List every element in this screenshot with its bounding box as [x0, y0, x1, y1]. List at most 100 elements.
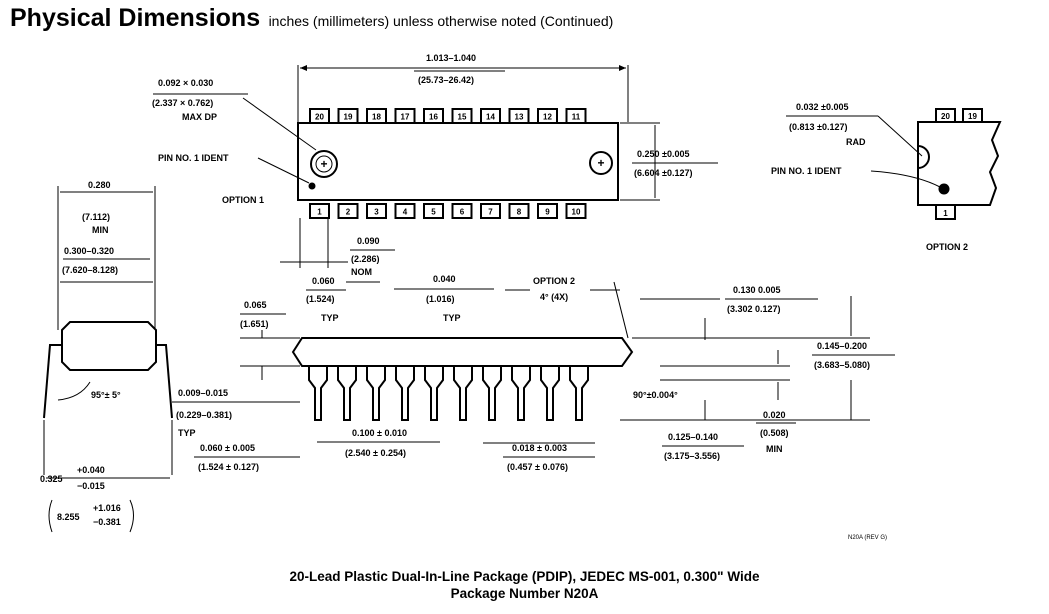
top-pin-19: 19	[344, 113, 353, 122]
side-c-mm: (1.016)	[426, 294, 455, 304]
side-lead	[453, 366, 473, 421]
bottom-pin-box	[309, 203, 330, 219]
width-dim-mm: (6.604 ±0.127)	[634, 168, 692, 178]
svg-text:+: +	[597, 156, 604, 170]
rad-dim-in: 0.032 ±0.005	[796, 102, 848, 112]
side-j-in: 0.018 ± 0.003	[512, 443, 567, 453]
end-lead-left	[43, 344, 62, 419]
side-option2: OPTION 2	[533, 276, 575, 286]
side-h-in: 0.060 ± 0.005	[200, 443, 255, 453]
end-w3-mm-tol-minus: −0.381	[93, 517, 121, 527]
option2-label: OPTION 2	[926, 242, 968, 252]
top-pin-17: 17	[401, 113, 410, 122]
option2-pin-19: 19	[968, 112, 977, 121]
side-e-mm: (3.683–5.080)	[814, 360, 870, 370]
side-lead	[337, 366, 357, 421]
svg-text:+: +	[320, 157, 327, 171]
top-pin-box	[337, 108, 359, 124]
bottom-pin-box	[366, 203, 387, 219]
top-pin-box	[537, 108, 558, 124]
nom-dim-mm: (2.286)	[351, 254, 380, 264]
end-w1-label: MIN	[92, 225, 109, 235]
side-b-in: 0.060	[312, 276, 335, 286]
end-w2-in: 0.300–0.320	[64, 246, 114, 256]
rad-dim-mm: (0.813 ±0.127)	[789, 122, 847, 132]
side-d-in: 0.130 0.005	[733, 285, 781, 295]
top-pin-11: 11	[572, 113, 581, 122]
top-pin-box	[508, 108, 530, 124]
top-pin-box	[423, 108, 444, 124]
option2-pin-ident: PIN NO. 1 IDENT	[771, 166, 842, 176]
max-dp-mm: (2.337 × 0.762)	[152, 98, 213, 108]
side-f-mm: (0.229–0.381)	[176, 410, 232, 420]
side-g-in: 0.020	[763, 410, 786, 420]
bottom-pin-box	[337, 203, 359, 219]
nom-label: NOM	[351, 267, 372, 277]
bottom-pin-box	[565, 203, 587, 219]
top-pin-box	[451, 108, 473, 124]
bottom-pin-box	[451, 203, 473, 219]
max-dp-label: MAX DP	[182, 112, 217, 122]
side-c-label: TYP	[443, 313, 461, 323]
side-lead	[424, 366, 444, 421]
top-pin-box	[565, 108, 587, 124]
option2-pin-20: 20	[941, 112, 950, 121]
width-dim-in: 0.250 ±0.005	[637, 149, 689, 159]
page-title: Physical Dimensions	[10, 4, 261, 32]
side-a-in: 0.065	[244, 300, 267, 310]
side-k-in: 0.125–0.140	[668, 432, 718, 442]
end-w3-tol-plus: +0.040	[77, 465, 105, 475]
side-lead-row	[308, 366, 589, 421]
page-subtitle: inches (millimeters) unless otherwise no…	[268, 13, 614, 29]
bottom-pin-box	[394, 203, 416, 219]
length-dim-mm: (25.73–26.42)	[418, 75, 474, 85]
side-j-mm: (0.457 ± 0.076)	[507, 462, 568, 472]
bottom-pin-box	[423, 203, 444, 219]
side-g-label: MIN	[766, 444, 783, 454]
end-body	[61, 321, 157, 371]
max-dp-in: 0.092 × 0.030	[158, 78, 213, 88]
bottom-pin-3: 3	[374, 208, 379, 217]
side-i-mm: (2.540 ± 0.254)	[345, 448, 406, 458]
bottom-pin-8: 8	[517, 208, 522, 217]
side-c-in: 0.040	[433, 274, 456, 284]
side-option2-angle: 4° (4X)	[540, 292, 568, 302]
bottom-pin-box	[508, 203, 530, 219]
side-body	[291, 337, 634, 367]
bottom-pin-2: 2	[346, 208, 351, 217]
top-pin-box	[480, 108, 501, 124]
bottom-pin-box	[537, 203, 558, 219]
bottom-pin-10: 10	[572, 208, 581, 217]
end-w3-mm: 8.255	[57, 512, 80, 522]
end-angle: 95°± 5°	[91, 390, 121, 400]
side-g-mm: (0.508)	[760, 428, 789, 438]
caption-line2: Package Number N20A	[450, 586, 599, 601]
side-e-in: 0.145–0.200	[817, 341, 867, 351]
side-b-mm: (1.524)	[306, 294, 335, 304]
end-w1-mm: (7.112)	[82, 212, 110, 222]
caption-line1: 20-Lead Plastic Dual-In-Line Package (PD…	[289, 569, 760, 584]
bottom-pin-box	[480, 203, 501, 219]
side-lead	[482, 366, 502, 421]
side-lead	[395, 366, 415, 421]
side-view: 0.065 (1.651) 0.060 (1.524) TYP 0.040 (1…	[172, 274, 895, 541]
side-f-in: 0.009–0.015	[178, 388, 228, 398]
top-pin-16: 16	[429, 113, 438, 122]
option1-label: OPTION 1	[222, 195, 264, 205]
end-w2-mm: (7.620–8.128)	[62, 265, 118, 275]
side-i-in: 0.100 ± 0.010	[352, 428, 407, 438]
top-pin-12: 12	[543, 113, 552, 122]
end-view: 0.280 (7.112) MIN 0.300–0.320 (7.620–8.1…	[40, 180, 173, 533]
pin1-dot	[308, 182, 316, 190]
end-w3-tol-minus: −0.015	[77, 481, 105, 491]
side-d-mm: (3.302 0.127)	[727, 304, 781, 314]
top-pin-18: 18	[372, 113, 381, 122]
option2-view: 20 19 1 0.032 ±0.005 (0.813 ±0.127) RAD …	[771, 102, 1002, 252]
end-w3-mm-tol-plus: +1.016	[93, 503, 121, 513]
revision-label: N20A (REV G)	[848, 535, 887, 541]
top-pin-box	[394, 108, 416, 124]
side-b-label: TYP	[321, 313, 339, 323]
